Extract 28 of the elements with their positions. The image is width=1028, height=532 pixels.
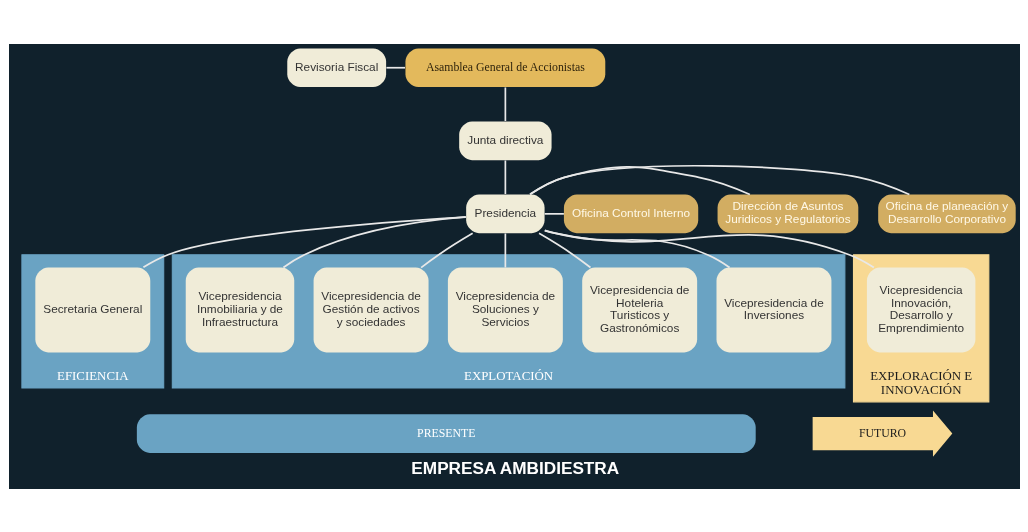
- connector: [528, 165, 751, 195]
- node-box: Vicepresidencia de Inversiones: [716, 267, 831, 352]
- node-box: Dirección de Asuntos Juridicos y Regulatorios: [717, 194, 858, 233]
- node-box: Vicepresidencia de Gestión de activos y sociedades: [313, 267, 429, 352]
- node-box: PRESENTE: [136, 413, 756, 453]
- node-box: Vicepresidencia de Soluciones y Servicios: [447, 267, 563, 352]
- connector: [504, 86, 506, 122]
- node-box: Vicepresidencia de Hoteleria Turisticos y Gastronómicos: [581, 267, 697, 352]
- caption: EMPRESA AMBIDIESTRA: [410, 457, 619, 478]
- node-box: Vicepresidencia Inmobiliaria y de Infraestructura: [185, 267, 294, 352]
- connector: [537, 232, 591, 268]
- connector: [419, 231, 473, 268]
- node-box: Oficina de planeación y Desarrollo Corporativo: [877, 194, 1016, 233]
- node-box: Presidencia: [465, 194, 545, 233]
- connector: [385, 66, 406, 69]
- connector: [543, 229, 875, 268]
- node-box: Revisoria Fiscal: [286, 47, 386, 87]
- node-box: Junta directiva: [458, 120, 552, 160]
- connector: [504, 159, 506, 195]
- node-box: Asamblea General de Accionistas: [404, 47, 605, 87]
- connector: [528, 164, 910, 195]
- connector: [282, 215, 467, 268]
- node-box: Vicepresidencia Innovación, Desarrollo y Emprendimiento: [866, 267, 975, 352]
- connector: [504, 232, 506, 268]
- connector: [543, 212, 565, 215]
- node-box: Secretaria General: [34, 267, 150, 352]
- node-box: Oficina Control Interno: [563, 194, 698, 233]
- connector: [142, 215, 467, 268]
